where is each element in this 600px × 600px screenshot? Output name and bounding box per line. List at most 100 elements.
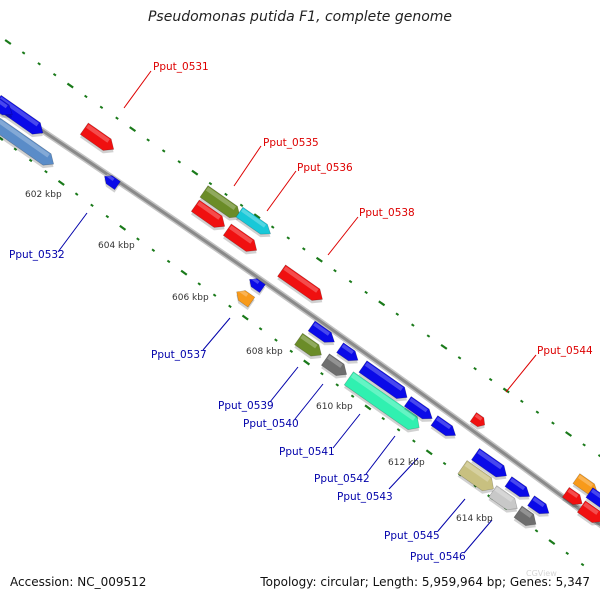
tick-mark bbox=[534, 529, 539, 533]
tick-mark bbox=[580, 562, 585, 567]
gene-feature bbox=[249, 276, 266, 296]
tick-mark bbox=[302, 247, 306, 251]
tick-mark bbox=[502, 387, 510, 394]
tick-mark bbox=[333, 268, 337, 273]
kbp-tick-label: 610 kbp bbox=[316, 402, 353, 412]
gene-label: Pput_0538 bbox=[359, 207, 415, 219]
tick-mark bbox=[4, 39, 12, 45]
tick-mark bbox=[548, 539, 556, 546]
gene-label: Pput_0546 bbox=[410, 551, 466, 563]
tick-mark bbox=[303, 359, 311, 366]
gene-feature bbox=[403, 396, 433, 422]
tick-mark bbox=[0, 136, 4, 141]
tick-mark bbox=[442, 461, 447, 466]
watermark: CGView bbox=[526, 569, 557, 578]
tick-mark bbox=[212, 293, 217, 297]
gene-feature bbox=[294, 332, 322, 360]
leader-line bbox=[463, 519, 493, 554]
tick-mark bbox=[335, 383, 340, 387]
gene-feature bbox=[0, 117, 55, 169]
tick-mark bbox=[84, 94, 88, 99]
gene-feature bbox=[277, 264, 323, 304]
tick-mark bbox=[350, 394, 355, 398]
tick-mark bbox=[270, 225, 275, 229]
tick-mark bbox=[426, 334, 431, 338]
tick-mark bbox=[136, 237, 140, 241]
tick-mark bbox=[396, 428, 401, 432]
leader-line bbox=[57, 212, 88, 253]
kbp-tick-label: 608 kbp bbox=[246, 347, 283, 357]
accession-label: Accession: NC_009512 bbox=[10, 575, 147, 589]
tick-mark bbox=[565, 551, 570, 556]
leader-line bbox=[269, 366, 299, 403]
gene-feature bbox=[513, 505, 537, 529]
tick-mark bbox=[208, 181, 213, 186]
outer-tick-ring bbox=[4, 39, 600, 458]
tick-mark bbox=[239, 203, 244, 208]
leader-line bbox=[123, 70, 152, 109]
gene-features bbox=[0, 92, 600, 529]
gene-label: Pput_0543 bbox=[337, 491, 393, 503]
gene-feature bbox=[504, 476, 531, 500]
genome-backbone bbox=[0, 99, 600, 529]
tick-mark bbox=[115, 116, 119, 120]
tick-mark bbox=[177, 160, 182, 164]
tick-mark bbox=[66, 82, 74, 89]
kbp-tick-label: 606 kbp bbox=[172, 293, 209, 303]
gene-label: Pput_0544 bbox=[537, 345, 593, 357]
tick-mark bbox=[381, 416, 386, 421]
tick-mark bbox=[286, 236, 291, 240]
tick-mark bbox=[180, 269, 188, 276]
tick-mark bbox=[28, 158, 33, 163]
kbp-tick-label: 614 kbp bbox=[456, 514, 493, 524]
tick-mark bbox=[52, 72, 57, 77]
gene-feature bbox=[471, 447, 507, 480]
tick-mark bbox=[90, 203, 94, 208]
gene-feature bbox=[430, 415, 457, 439]
tick-mark bbox=[129, 126, 137, 133]
gene-feature bbox=[222, 223, 258, 255]
leader-line bbox=[233, 145, 262, 187]
gene-label: Pput_0537 bbox=[151, 349, 207, 361]
kbp-tick-labels: 602 kbp 604 kbp 606 kbp 608 kbp 610 kbp 612 k… bbox=[25, 190, 493, 524]
tick-mark bbox=[457, 356, 462, 360]
kbp-tick-label: 612 kbp bbox=[388, 458, 425, 468]
gene-label: Pput_0536 bbox=[297, 162, 353, 174]
gene-label: Pput_0531 bbox=[153, 61, 209, 73]
tick-mark bbox=[166, 259, 171, 264]
tick-mark bbox=[44, 169, 48, 174]
gene-feature bbox=[488, 485, 518, 513]
tick-mark bbox=[191, 169, 199, 176]
gene-feature bbox=[527, 495, 550, 517]
tick-mark bbox=[151, 248, 156, 252]
tick-mark bbox=[582, 443, 586, 447]
tick-mark bbox=[99, 105, 104, 110]
tick-mark bbox=[37, 62, 41, 66]
tick-mark bbox=[411, 323, 415, 327]
leader-line bbox=[388, 457, 419, 490]
tick-mark bbox=[565, 431, 573, 437]
gene-feature bbox=[0, 92, 13, 118]
tick-mark bbox=[21, 51, 26, 55]
kbp-tick-label: 602 kbp bbox=[25, 190, 62, 200]
tick-mark bbox=[488, 377, 493, 382]
tick-mark bbox=[224, 192, 228, 197]
tick-mark bbox=[241, 314, 249, 321]
leader-line bbox=[327, 216, 359, 256]
tick-mark bbox=[13, 147, 18, 151]
tick-mark bbox=[364, 290, 368, 295]
gene-label: Pput_0540 bbox=[243, 418, 299, 430]
gene-feature bbox=[343, 371, 420, 433]
gene-label: Pput_0545 bbox=[384, 530, 440, 542]
tick-mark bbox=[473, 484, 478, 488]
kbp-tick-label: 604 kbp bbox=[98, 241, 135, 251]
tick-mark bbox=[253, 213, 261, 220]
tick-mark bbox=[412, 439, 416, 443]
tick-mark bbox=[551, 421, 555, 425]
leader-line bbox=[294, 383, 324, 420]
tick-mark bbox=[473, 366, 477, 371]
tick-mark bbox=[274, 338, 278, 342]
tick-mark bbox=[425, 449, 433, 456]
gene-label: Pput_0539 bbox=[218, 400, 274, 412]
leader-line bbox=[332, 413, 361, 449]
